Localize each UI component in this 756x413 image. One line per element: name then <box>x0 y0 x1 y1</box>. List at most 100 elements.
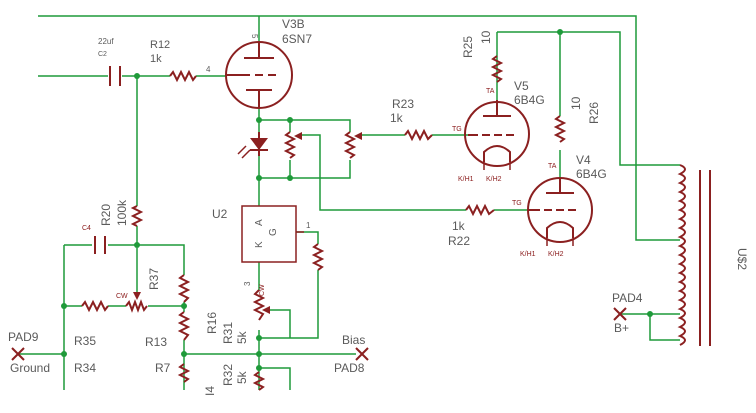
wire-pot-bottom <box>259 160 351 179</box>
wire-u2-pin1-down <box>259 270 319 339</box>
v4-type: 6B4G <box>576 167 607 181</box>
u2-pin3: 3 <box>243 281 252 286</box>
r22-value: 1k <box>452 219 466 233</box>
regulator-u2 <box>241 205 304 263</box>
v5-kh2: K/H2 <box>486 176 502 183</box>
junction <box>61 351 67 357</box>
pad4-icon[interactable] <box>613 307 627 321</box>
junction <box>287 117 293 123</box>
junction <box>134 242 140 248</box>
capacitor-c2 <box>109 66 121 86</box>
resistor-r20 <box>130 205 144 227</box>
pot-wiper-icon <box>354 132 362 140</box>
r20-value: 100k <box>115 199 129 226</box>
v4-kh1: K/H1 <box>520 251 536 258</box>
junction <box>256 335 262 341</box>
c2-value: 22uf <box>98 37 114 46</box>
junction <box>256 365 262 371</box>
u2-pin1: 1 <box>306 221 311 230</box>
pad4-name: PAD4 <box>612 291 643 305</box>
potentiometer-left <box>283 131 297 159</box>
tube-v4 <box>527 177 593 246</box>
r37-name: R37 <box>147 268 161 290</box>
v5-ta: TA <box>486 88 495 95</box>
wire-pot1-r22 <box>300 134 466 211</box>
v4-kh2: K/H2 <box>548 251 564 258</box>
resistor-r13-top <box>177 274 191 303</box>
resistor-r35 <box>81 299 109 313</box>
v5-name: V5 <box>514 79 529 93</box>
led-icon <box>237 132 268 159</box>
pot-wiper-icon <box>133 292 141 300</box>
v5-type: 6B4G <box>514 93 545 107</box>
v4-ta: TA <box>548 163 557 170</box>
r34-name: R34 <box>74 361 96 375</box>
junction <box>256 175 262 181</box>
resistor-r26 <box>553 115 567 143</box>
r23-value: 1k <box>390 111 404 125</box>
r31-cw: CW <box>259 284 266 296</box>
pad9-icon[interactable] <box>11 347 25 361</box>
pad8-icon[interactable] <box>355 347 369 361</box>
output-transformer <box>677 164 711 346</box>
junction <box>181 303 187 309</box>
v4-tg: TG <box>512 200 522 207</box>
r12-value: 1k <box>150 53 162 65</box>
resistor-r22 <box>465 203 495 217</box>
r22-name: R22 <box>448 234 470 248</box>
resistor-r7 <box>177 363 191 383</box>
u2-name: U2 <box>212 207 228 221</box>
potentiometer-r31 <box>252 289 266 321</box>
u2-g: G <box>268 228 279 236</box>
capacitor-c4 <box>94 236 106 254</box>
r7-name: R7 <box>155 361 171 375</box>
pad8-name: PAD8 <box>334 361 365 375</box>
resistor-r23 <box>404 128 433 142</box>
junction <box>134 73 140 79</box>
junction <box>287 175 293 181</box>
wire-bplus-down <box>649 314 680 341</box>
potentiometer-right <box>343 131 357 159</box>
tube-v3b <box>225 41 293 109</box>
resistor-u2-gate <box>311 243 325 271</box>
resistor-r32 <box>252 371 266 391</box>
r25-value: 10 <box>479 30 493 44</box>
r23-name: R23 <box>392 97 414 111</box>
wire-r31-wiper <box>268 309 291 338</box>
v3b-type: 6SN7 <box>282 32 312 46</box>
r31-value: 5k <box>235 330 249 344</box>
r26-value: 10 <box>569 96 583 110</box>
c2-name: C2 <box>98 51 107 58</box>
r26-name: R26 <box>587 102 601 124</box>
r31-name: R31 <box>221 322 235 344</box>
v5-tg: TG <box>452 126 462 133</box>
pot-wiper-icon <box>262 306 270 314</box>
wire-cathode-bus <box>259 119 351 132</box>
junction <box>557 29 563 35</box>
resistor-r12 <box>169 69 197 83</box>
junction <box>647 311 653 317</box>
pot-wiper-icon <box>294 132 302 140</box>
wire-top-rail <box>38 15 680 241</box>
r35-name: R35 <box>74 334 96 348</box>
c4-name: C4 <box>82 225 91 232</box>
pad8-net: Bias <box>342 333 365 347</box>
junctions <box>61 29 653 371</box>
resistor-r25 <box>490 55 504 83</box>
r13-name: R13 <box>145 335 167 349</box>
junction <box>256 117 262 123</box>
junction <box>61 303 67 309</box>
pad4-net: B+ <box>614 321 629 335</box>
u2-a: A <box>254 219 265 226</box>
potentiometer-r37 <box>125 299 148 313</box>
wire-u2-pin1 <box>296 231 319 244</box>
wire-plates-transformer <box>560 31 680 166</box>
r32-name: R32 <box>221 364 235 386</box>
r14-name: I4 <box>203 386 217 396</box>
r32-value: 5k <box>235 370 249 384</box>
pad9-net: Ground <box>10 361 50 375</box>
r25-name: R25 <box>461 36 475 58</box>
v3b-name: V3B <box>282 17 305 31</box>
wire-c4-right <box>108 244 185 275</box>
